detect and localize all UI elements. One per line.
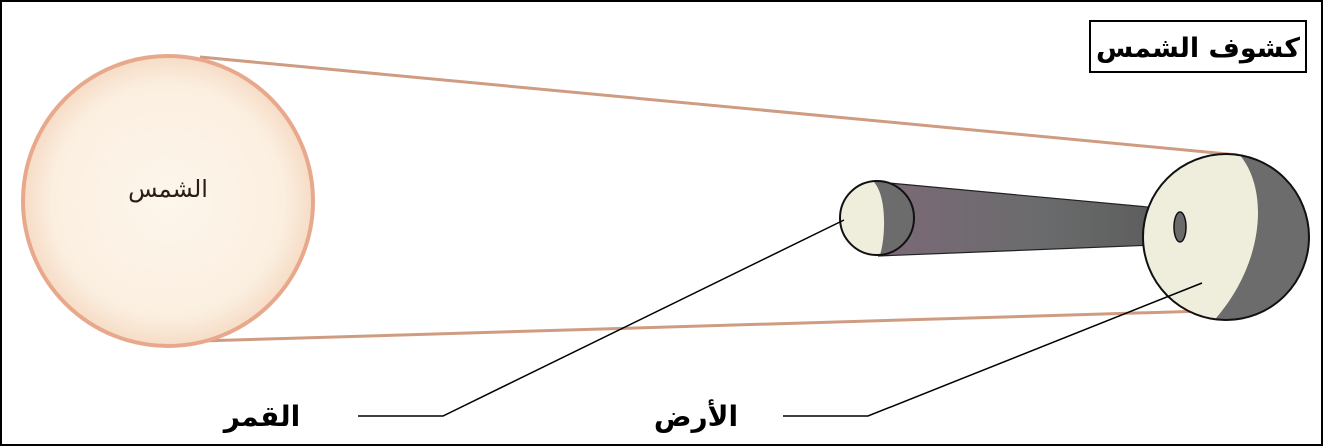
moon-label: القمر <box>222 400 300 433</box>
earth-label: الأرض <box>654 399 738 433</box>
earth <box>1143 150 1320 330</box>
umbra-spot <box>1174 212 1186 242</box>
diagram-title: كشوف الشمس <box>1096 33 1300 64</box>
lower-tangent-ray <box>200 310 1238 341</box>
sun-label: الشمس <box>128 175 208 203</box>
moon <box>840 181 915 255</box>
moon-shadow-cone <box>878 182 1180 256</box>
upper-tangent-ray <box>200 57 1238 155</box>
moon-leader-line <box>358 220 844 416</box>
earth-leader-line <box>783 283 1202 416</box>
